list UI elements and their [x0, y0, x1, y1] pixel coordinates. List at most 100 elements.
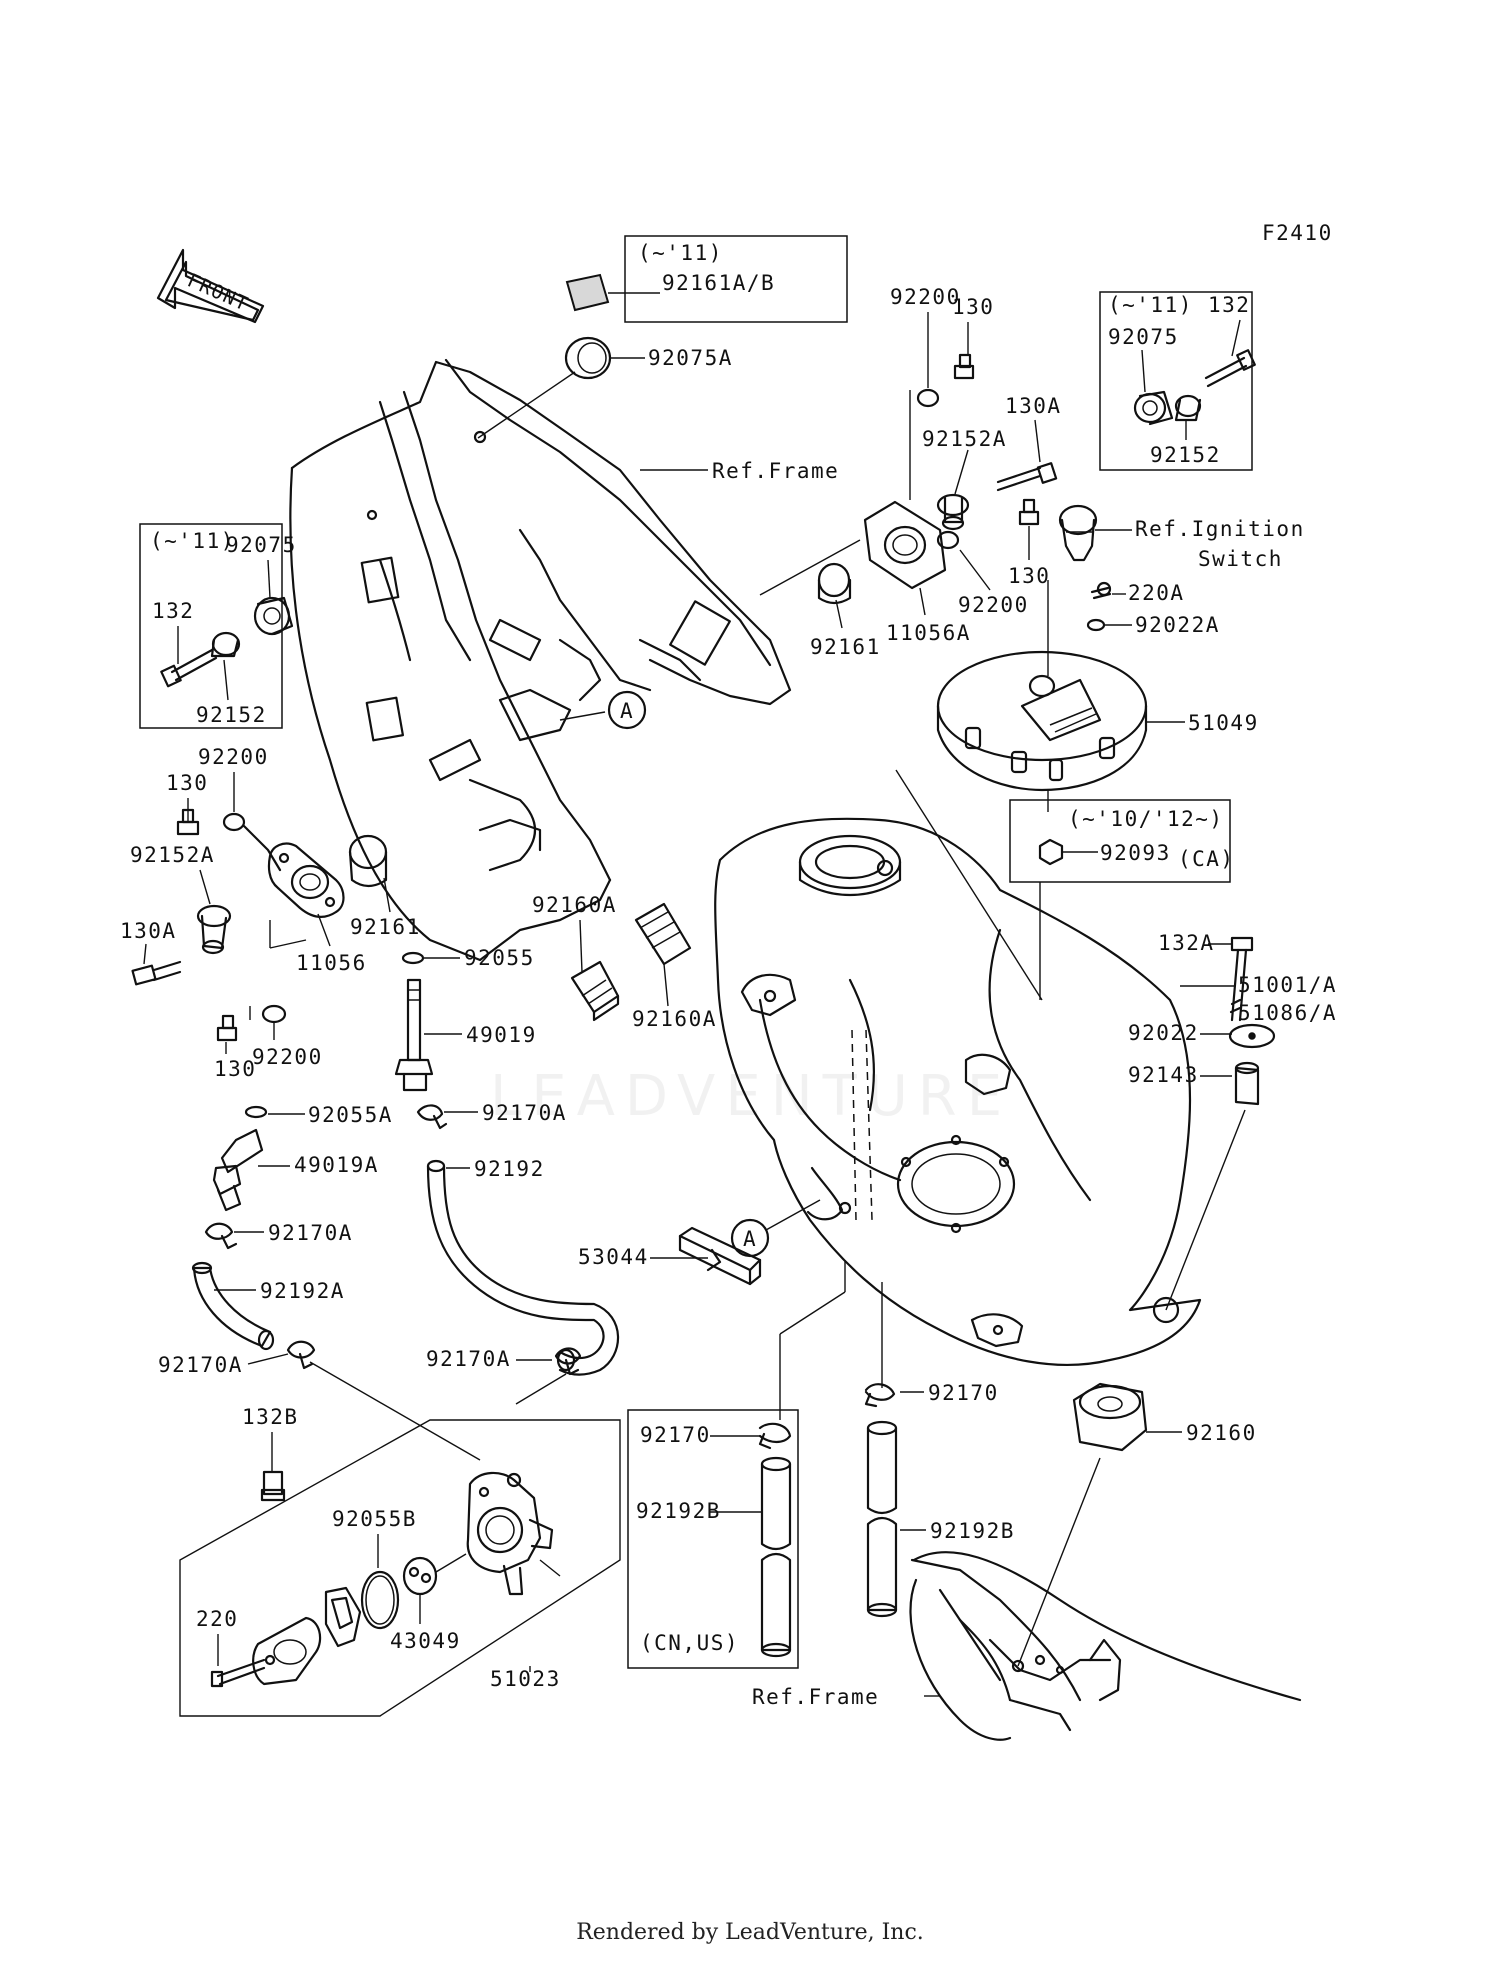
callout-11056A: 11056A — [886, 621, 971, 645]
callout-220: 220 — [196, 1607, 238, 1631]
bracket-cluster-top: 92200 130 130A 92152A 11056A 92161 92200 — [759, 285, 1062, 659]
inset-cn-us: 92170 92192B (CN,US) — [627, 1409, 799, 1669]
cushion-92161AB — [565, 273, 610, 312]
callout-92170A-2: 92170A — [268, 1221, 353, 1245]
callout-11056: 11056 — [296, 951, 367, 975]
callout-92161AB: 92161A/B — [662, 271, 775, 295]
watermark: LEADVENTURE — [490, 1064, 1012, 1129]
clamp-92170A-3: 92170A — [158, 1340, 481, 1461]
inset-left: (~'11) 92075 132 92152 — [139, 523, 297, 729]
callout-92152A-left: 92152A — [130, 843, 215, 867]
clamp-92170A-4: 92170A — [426, 1347, 582, 1405]
callout-92055A: 92055A — [308, 1103, 393, 1127]
callout-92170: 92170 — [928, 1381, 999, 1405]
callout-92200-left: 92200 — [198, 745, 269, 769]
inset-top-right: (~'11) 132 92075 92152 — [1099, 291, 1256, 471]
svg-text:(~'11): (~'11) — [1108, 293, 1193, 317]
svg-text:A: A — [743, 1227, 757, 1251]
inset-92093: (~'10/'12~) 92093 (CA) — [1009, 799, 1235, 1000]
callout-ref-frame-top: Ref.Frame — [712, 459, 839, 483]
svg-text:(~'10/'12~): (~'10/'12~) — [1068, 807, 1224, 831]
callout-130A-top: 130A — [1005, 394, 1062, 418]
fuel-cock-51023: 132B 92055B 43049 220 51023 — [179, 1405, 621, 1717]
callout-92170A-3: 92170A — [158, 1353, 243, 1377]
callout-92055B: 92055B — [332, 1507, 417, 1531]
callout-51001A: 51001/A — [1238, 973, 1337, 997]
callout-92192: 92192 — [474, 1157, 545, 1181]
callout-92075A: 92075A — [648, 346, 733, 370]
leader — [779, 1291, 846, 1335]
svg-text:132: 132 — [152, 599, 194, 623]
callout-130-left2: 130 — [214, 1057, 256, 1081]
callout-92192A: 92192A — [260, 1279, 345, 1303]
callout-92161-top: 92161 — [810, 635, 881, 659]
clamp-92170A-1: 92170A — [416, 1101, 567, 1130]
svg-text:92075: 92075 — [1108, 325, 1179, 349]
hose-92192B-right: 92170 92192B — [864, 1381, 1015, 1618]
callout-92152A-top: 92152A — [922, 427, 1007, 451]
svg-text:132: 132 — [1208, 293, 1250, 317]
ref-marker-a-tank: A — [730, 1199, 821, 1258]
svg-text:92152: 92152 — [1150, 443, 1221, 467]
pads-92160A: 92160A 92160A — [532, 893, 715, 1031]
svg-text:92152: 92152 — [196, 703, 267, 727]
callout-92160A-1: 92160A — [532, 893, 617, 917]
callout-49019A: 49019A — [294, 1153, 379, 1177]
callout-49019: 49019 — [466, 1023, 537, 1047]
callout-92200-left2: 92200 — [252, 1045, 323, 1069]
fuel-valve-49019A: 92055A 49019A — [212, 1103, 393, 1212]
callout-ca: (CA) — [1178, 847, 1235, 871]
front-arrow-icon: FRONT — [156, 248, 265, 324]
callout-220A: 220A — [1128, 581, 1185, 605]
bracket-cluster-left: 92200 130 92152A 130A 92161 11056 9220 — [120, 745, 421, 1081]
callout-92161-left: 92161 — [350, 915, 421, 939]
fuel-tank: 51001/A 51086/A — [714, 769, 1337, 1366]
callout-92055: 92055 — [464, 946, 535, 970]
callout-92143: 92143 — [1128, 1063, 1199, 1087]
svg-text:92075: 92075 — [226, 533, 297, 557]
callout-92170A-4: 92170A — [426, 1347, 511, 1371]
callout-132A: 132A — [1158, 931, 1215, 955]
rubber-92160: 92160 — [1017, 1382, 1257, 1667]
tank-bolt-stack: 132A 92022 92143 — [1128, 931, 1276, 1311]
inset-top-center-range: (~'11) — [638, 241, 723, 265]
svg-text:A: A — [620, 699, 634, 723]
callout-132B: 132B — [242, 1405, 299, 1429]
svg-text:(~'11): (~'11) — [150, 529, 235, 553]
callout-130A-left: 130A — [120, 919, 177, 943]
callout-130-left: 130 — [166, 771, 208, 795]
pad-53044: 53044 — [578, 1226, 762, 1286]
callout-92160: 92160 — [1186, 1421, 1257, 1445]
callout-92022A: 92022A — [1135, 613, 1220, 637]
hose-92192: 92192 — [426, 1157, 620, 1376]
fuel-cap-51049: 51049 — [936, 580, 1259, 812]
callout-92192B: 92192B — [930, 1519, 1015, 1543]
callout-ref-ignition: Ref.Ignition — [1135, 517, 1305, 541]
frame-bottom: Ref.Frame — [752, 1551, 1302, 1741]
inset-top-center: (~'11) 92161A/B — [565, 235, 848, 323]
grommet-92075A: 92075A — [477, 336, 733, 439]
callout-51023: 51023 — [490, 1667, 561, 1691]
front-label: FRONT — [184, 269, 252, 315]
callout-92170A-1: 92170A — [482, 1101, 567, 1125]
callout-92022: 92022 — [1128, 1021, 1199, 1045]
callout-51049: 51049 — [1188, 711, 1259, 735]
callout-130-top: 130 — [952, 295, 994, 319]
callout-51086A: 51086/A — [1238, 1001, 1337, 1025]
callout-ref-frame-bottom: Ref.Frame — [752, 1685, 879, 1709]
callout-92093: 92093 — [1100, 841, 1171, 865]
ref-marker-a-top: A — [559, 690, 647, 730]
clamp-92170A-2: 92170A — [204, 1221, 353, 1250]
callout-ref-ignition-switch: Switch — [1198, 547, 1283, 571]
fuel-valve-49019: 92055 49019 — [394, 946, 537, 1092]
callout-92170-box: 92170 — [640, 1423, 711, 1447]
callout-92200-top: 92200 — [890, 285, 961, 309]
callout-cn-us: (CN,US) — [640, 1631, 739, 1655]
ignition-switch-ref: Ref.Ignition Switch 220A 92022A — [1058, 504, 1305, 637]
frame-top — [289, 358, 792, 962]
figure-code: F2410 — [1262, 221, 1333, 245]
hose-92192A: 92192A — [191, 1261, 345, 1351]
callout-92200-mid: 92200 — [958, 593, 1029, 617]
callout-53044: 53044 — [578, 1245, 649, 1269]
